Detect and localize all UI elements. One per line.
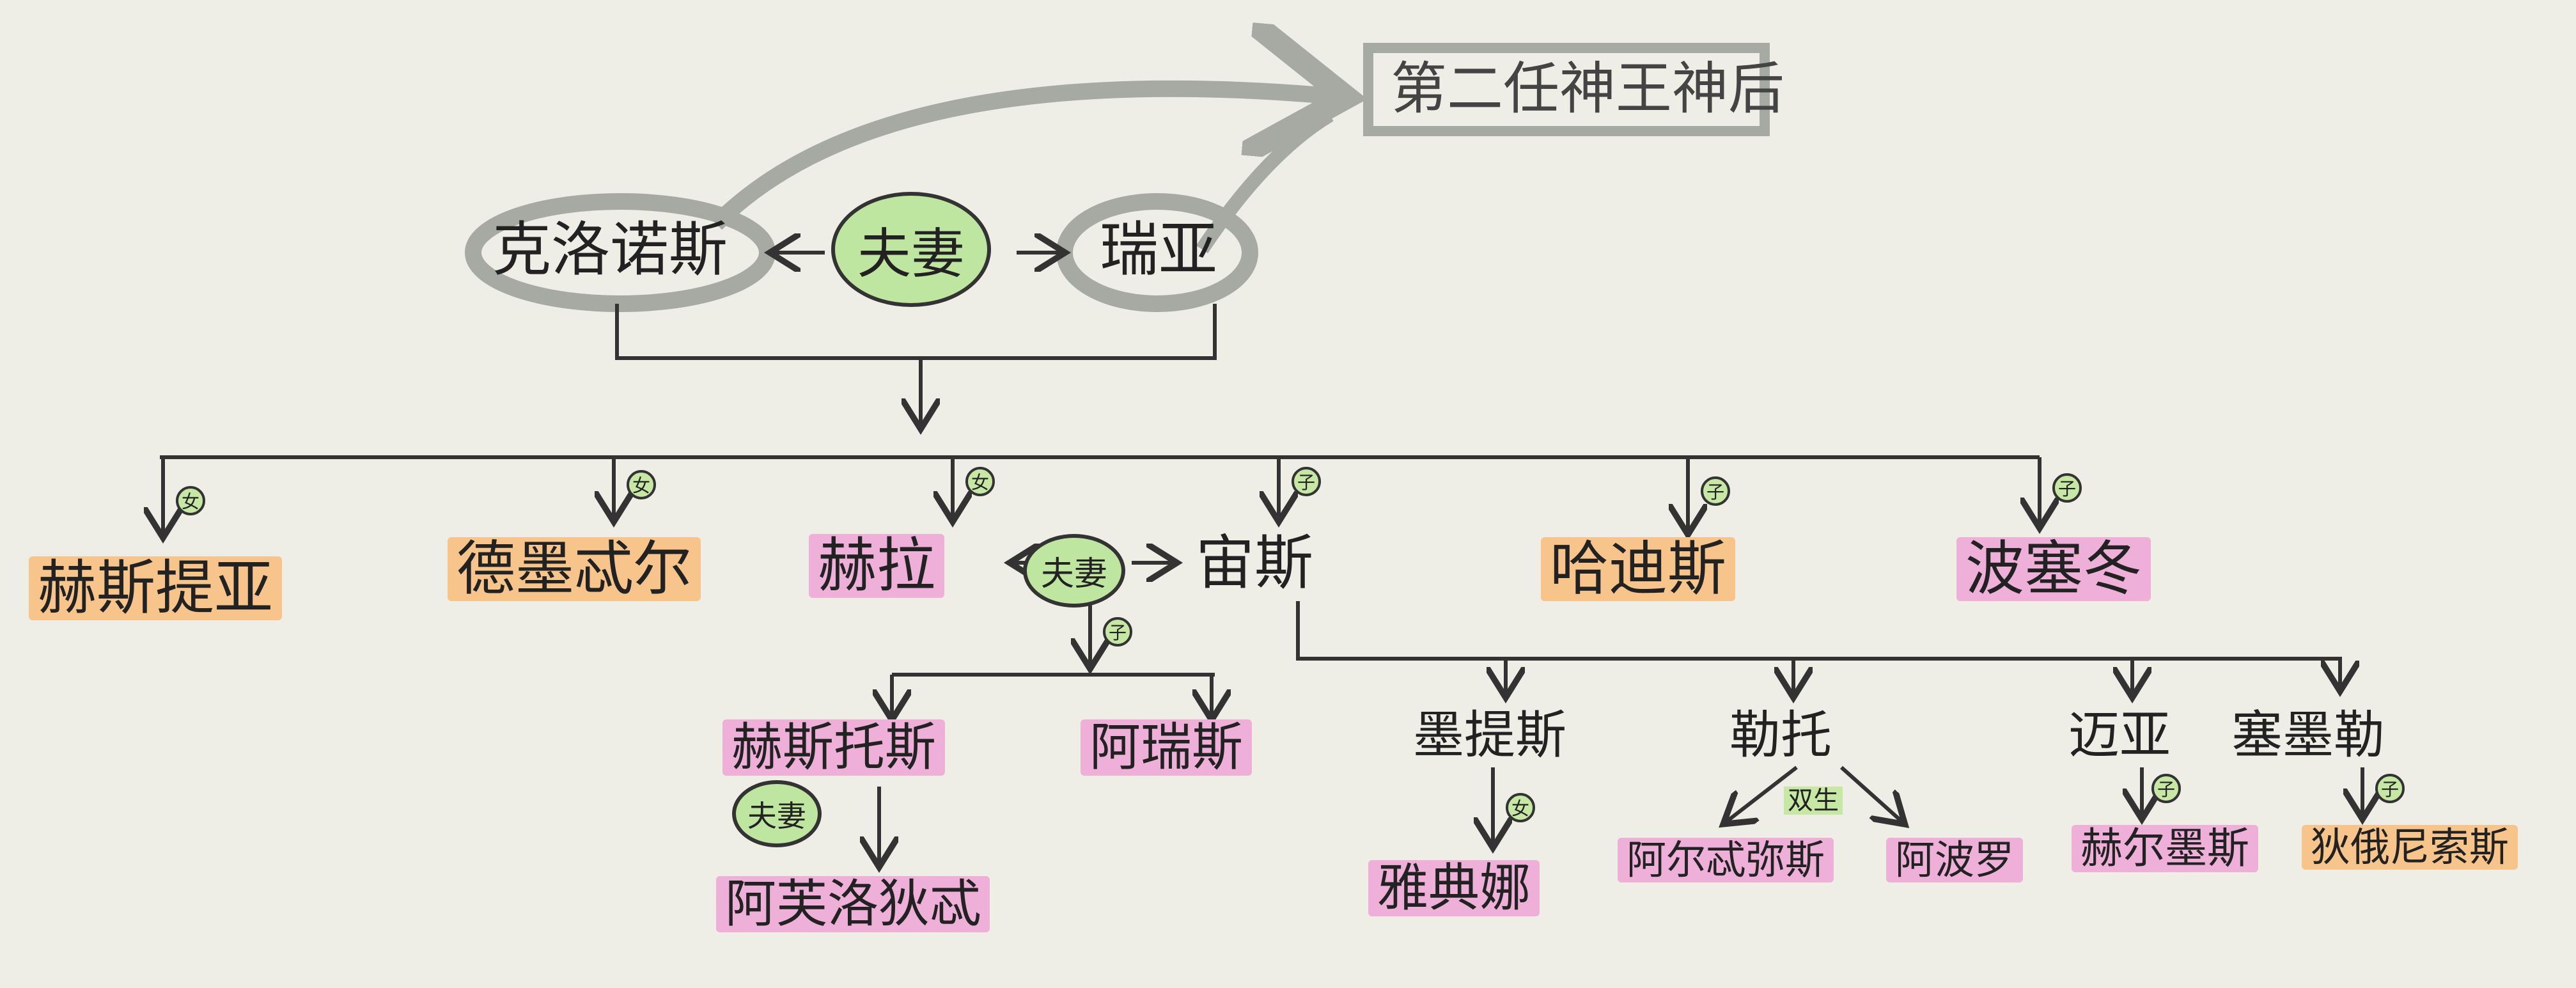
lover-semele: 塞墨勒 [2231,705,2385,765]
child-hera: 赫拉 [809,534,945,598]
parents-spouse-badge: 夫妻 [831,192,991,307]
arrow-rhea-to-title [1196,109,1334,254]
child-artemis: 阿尔忒弥斯 [1618,838,1834,882]
child-hephaestus: 赫斯托斯 [722,719,945,776]
gender-badge-hera-zeus-child: 子 [1103,617,1132,647]
gender-badge-zeus: 子 [1292,467,1321,496]
mother-label: 瑞亚 [1100,216,1218,284]
title-box-outline [1363,43,1770,136]
child-dionysus: 狄俄尼索斯 [2302,825,2518,870]
child-hermes: 赫尔墨斯 [2072,825,2258,872]
hera-zeus-relation-text: 夫妻 [1040,555,1107,593]
lover-leto: 勒托 [1729,705,1832,765]
hera-zeus-spouse-badge: 夫妻 [1023,534,1125,608]
gender-badge-hera: 女 [965,467,995,496]
hephaestus-relation-text: 夫妻 [747,798,806,833]
child-athena: 雅典娜 [1368,860,1540,916]
gender-badge-demeter: 女 [627,470,656,499]
child-zeus: 宙斯 [1196,529,1314,597]
gender-badge-poseidon: 子 [2052,473,2082,503]
hephaestus-spouse-badge: 夫妻 [732,780,822,847]
lover-maia: 迈亚 [2068,705,2171,765]
arrow-kronos-to-title [710,89,1330,230]
gender-badge-hades: 子 [1701,476,1730,506]
parents-relation-text: 夫妻 [857,222,965,285]
child-poseidon: 波塞冬 [1956,537,2151,601]
gender-badge-dionysus: 子 [2375,774,2405,803]
child-demeter: 德墨忒尔 [448,537,701,601]
twins-label: 双生 [1784,787,1843,815]
title-label: 第二任神王神后 [1391,56,1785,122]
gender-badge-athena: 女 [1506,793,1535,822]
child-hestia: 赫斯提亚 [29,556,283,620]
lover-metis: 墨提斯 [1413,705,1566,765]
gender-badge-hermes: 子 [2151,774,2181,803]
aphrodite-label: 阿芙洛狄忒 [716,876,990,932]
child-hades: 哈迪斯 [1541,537,1736,601]
father-label: 克洛诺斯 [492,216,728,284]
gender-badge-hestia: 女 [176,486,205,515]
child-apollo: 阿波罗 [1886,838,2024,882]
child-ares: 阿瑞斯 [1081,719,1252,776]
